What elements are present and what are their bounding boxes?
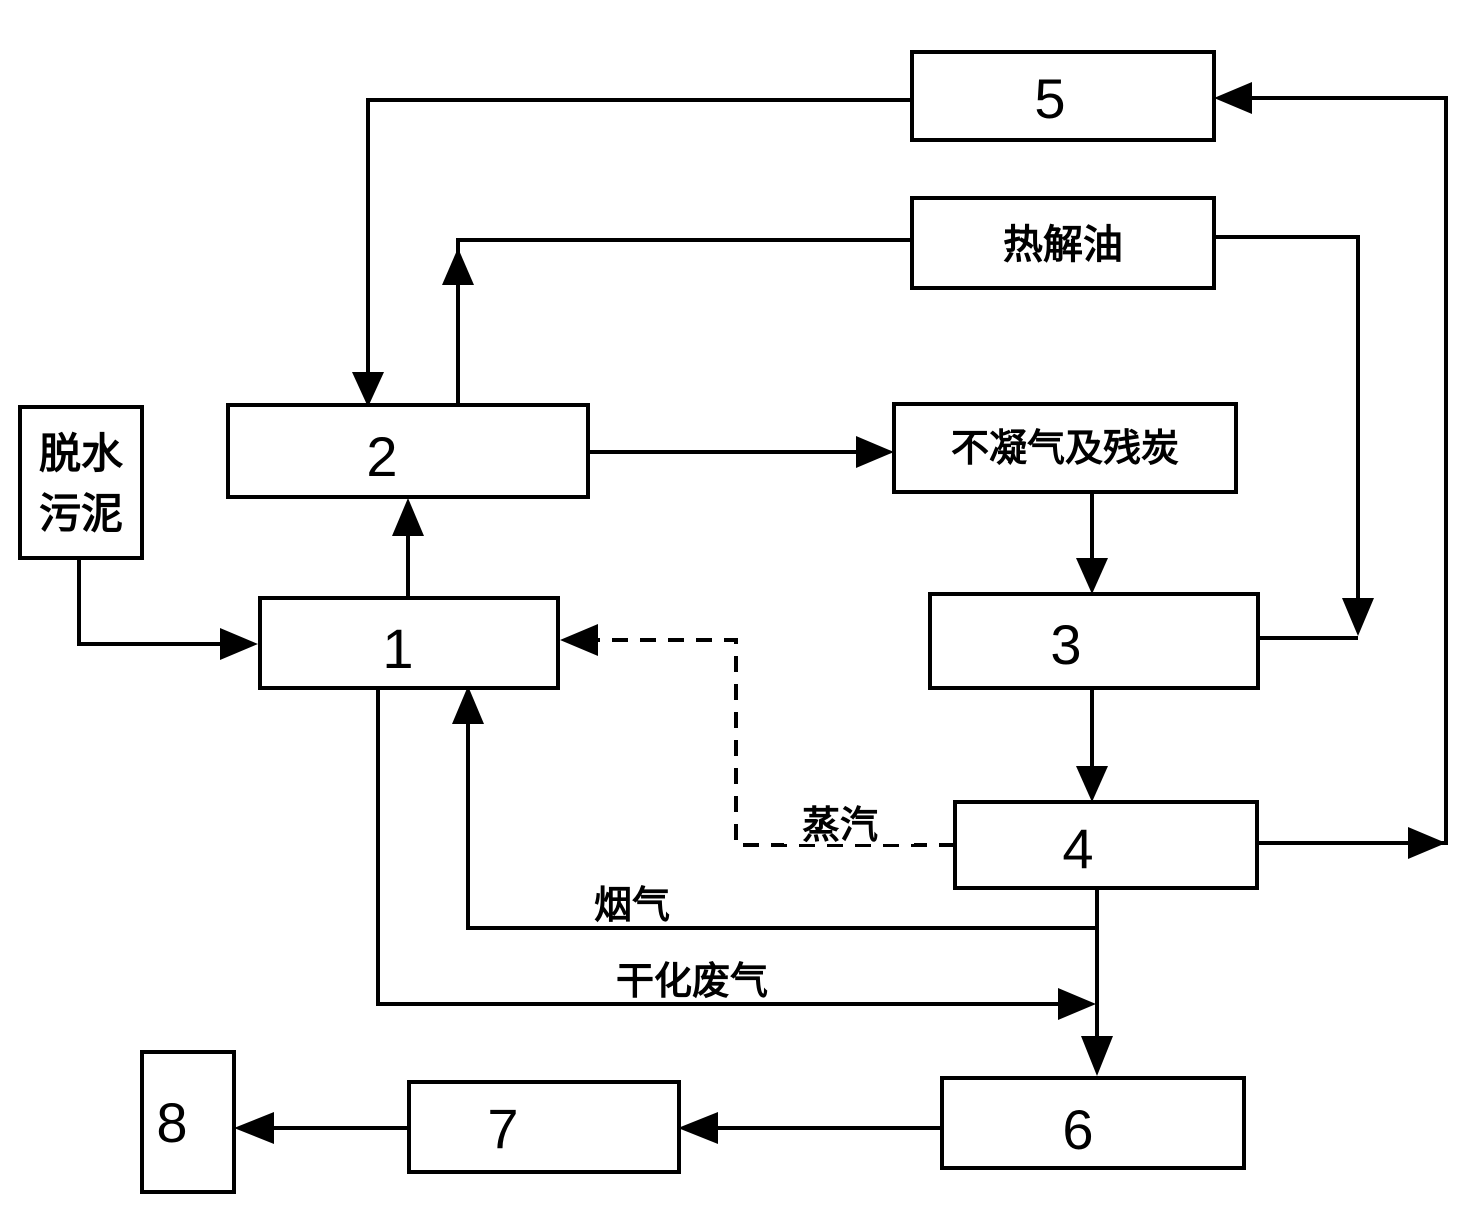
arrowhead-into-gas — [856, 436, 894, 468]
edge-4-to-5 — [1245, 96, 1448, 845]
arrowhead-into-3-right — [1342, 598, 1374, 636]
node-8: 8 — [140, 1050, 236, 1194]
arrowhead-into-1-from-sludge — [220, 628, 258, 660]
edge-steam-4-to-1 — [598, 638, 955, 847]
sludge-label-line1: 脱水 — [39, 429, 124, 478]
steam-label: 蒸汽 — [802, 803, 878, 847]
node-7-label: 7 — [487, 1097, 518, 1160]
pyrolysis-oil-label: 热解油 — [1003, 222, 1123, 268]
node-6-label: 6 — [1062, 1098, 1093, 1161]
arrowhead-into-5 — [1214, 82, 1252, 114]
sludge-label-line2: 污泥 — [39, 489, 123, 538]
edge-oil-to-2 — [456, 238, 912, 282]
flue-gas-label: 烟气 — [594, 883, 670, 927]
arrowhead-into-2-from-1 — [392, 498, 424, 536]
node-1-label: 1 — [382, 617, 413, 680]
arrowhead-into-7 — [678, 1112, 718, 1144]
arrowhead-into-6 — [1081, 1036, 1113, 1076]
connectors — [77, 96, 1448, 1130]
arrowhead-into-1-flue-gas — [452, 686, 484, 724]
node-3: 3 — [928, 592, 1260, 690]
drying-exhaust-label: 干化废气 — [616, 959, 768, 1003]
arrowhead-into-1-steam — [560, 624, 598, 656]
node-pyrolysis-oil: 热解油 — [910, 196, 1216, 290]
edge-flue-gas-4-to-1 — [466, 722, 1097, 930]
edge-sludge-to-1 — [77, 558, 222, 646]
node-dewatered-sludge: 脱水 污泥 — [18, 405, 144, 560]
arrowhead-into-4 — [1076, 766, 1108, 802]
edge-5-to-2 — [366, 98, 912, 375]
arrowhead-up-to-oil — [442, 248, 474, 285]
steam-label-bg — [784, 800, 914, 844]
arrowheads — [220, 82, 1446, 1144]
node-3-label: 3 — [1050, 613, 1081, 676]
node-4: 4 — [953, 800, 1259, 890]
node-6: 6 — [940, 1076, 1246, 1170]
node-8-label: 8 — [156, 1091, 187, 1154]
node-1: 1 — [258, 596, 560, 690]
arrowhead-up-4-to-5-corner — [1408, 827, 1446, 859]
noncondensable-gas-label: 不凝气及残炭 — [951, 426, 1179, 470]
edge-exhaust-1-to-6 — [376, 688, 1062, 1006]
arrowhead-into-8 — [234, 1112, 274, 1144]
arrowhead-into-2-from-5 — [352, 372, 384, 407]
node-2-label: 2 — [366, 425, 397, 488]
node-5-label: 5 — [1034, 67, 1065, 130]
node-noncondensable-gas: 不凝气及残炭 — [892, 402, 1238, 494]
node-4-label: 4 — [1062, 817, 1093, 880]
edge-oil-to-3-right — [1214, 235, 1360, 610]
arrowhead-into-3 — [1076, 558, 1108, 594]
node-7: 7 — [407, 1080, 681, 1174]
node-5: 5 — [910, 50, 1216, 142]
arrowhead-exhaust-to-6 — [1058, 988, 1096, 1020]
node-2: 2 — [226, 403, 590, 499]
